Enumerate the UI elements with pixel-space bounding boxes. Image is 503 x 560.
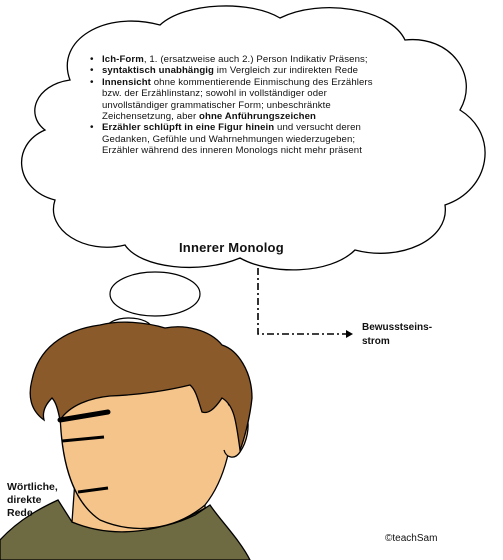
feature-item: syntaktisch unabhängig im Vergleich zur … (90, 65, 388, 77)
diagram-title: Innerer Monolog (179, 240, 284, 255)
stream-arrow-head (346, 330, 353, 338)
feature-item: Innensicht ohne kommentierende Einmischu… (90, 77, 388, 123)
monolog-features-list: Ich-Form, 1. (ersatzweise auch 2.) Perso… (86, 54, 388, 157)
thought-bubble-large (109, 271, 201, 317)
stream-label: Bewusstseins- strom (362, 322, 433, 347)
eyebrow (57, 409, 111, 423)
mouth (77, 486, 109, 494)
stream-arrow-line (257, 268, 346, 335)
copyright-notice: ©teachSam (385, 533, 438, 544)
feature-item: Ich-Form, 1. (ersatzweise auch 2.) Perso… (90, 54, 388, 66)
direct-speech-label: Wörtliche, direkte Rede (7, 481, 58, 519)
eye (61, 435, 105, 443)
feature-item: Erzähler schlüpft in eine Figur hinein u… (90, 122, 388, 156)
hair (29, 321, 253, 453)
